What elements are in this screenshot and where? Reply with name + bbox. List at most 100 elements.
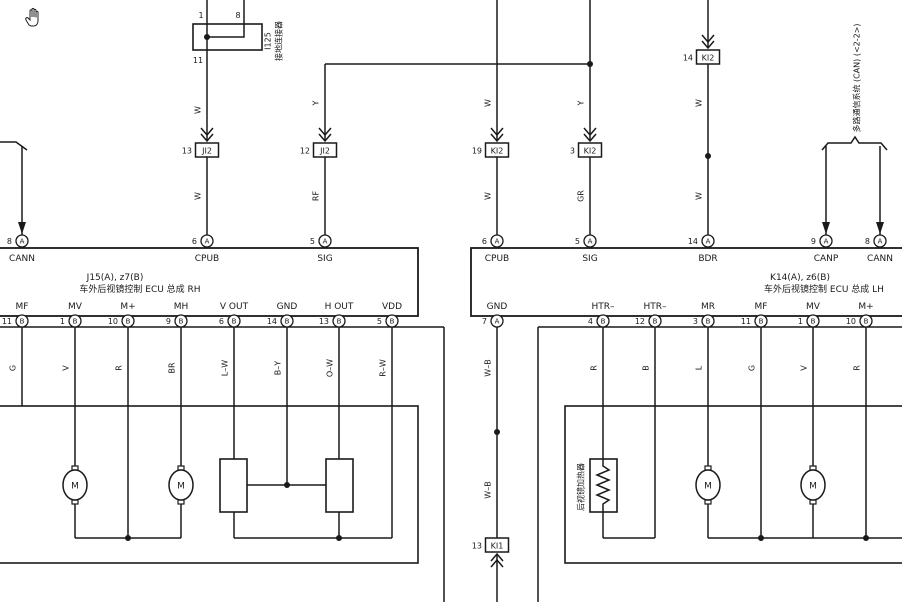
- hand-cursor-icon: [25, 7, 39, 27]
- ecu-rh-code: J15(A), z7(B): [86, 273, 144, 283]
- inline-connector-1-chevron-2: [318, 133, 332, 143]
- ecu-lh-top-pin-1-number: 5: [575, 237, 580, 246]
- ecu-rh-top-pin-1-connector-letter: A: [205, 238, 210, 246]
- ecu-rh-bottom-pin-2-number: 10: [108, 317, 118, 326]
- inline-connector-1-wire-color-upper: Y: [312, 100, 321, 106]
- inline-connector-0-pin-number: 13: [182, 146, 192, 155]
- inline-connector-0-wire-color-lower: W: [194, 192, 203, 200]
- ecu-lh-top-pin-1-terminal: [583, 234, 597, 248]
- ecu-lh-name: 车外后视镜控制 ECU 总成 LH: [764, 283, 884, 295]
- ecu-lh-top-pin-0-connector-letter: A: [495, 238, 500, 246]
- ecu-lh-top-pin-2-label: BDR: [698, 254, 717, 264]
- inline-connector-3-pin-number: 3: [570, 146, 575, 155]
- ecu-lh-top-pin-4-label: CANN: [867, 254, 893, 264]
- ground-connector-pin-11-label: 11: [193, 56, 203, 65]
- ecu-rh-bottom-pin-0-wire-color: G: [9, 365, 18, 371]
- ecu-lh-bottom-pin-3-wire-color: L: [695, 365, 704, 370]
- ki1-wire-color: W–B: [484, 481, 493, 498]
- ecu-lh-top-pin-4-number: 8: [865, 237, 870, 246]
- ecu-lh-bottom-pin-5-wire-color: V: [800, 365, 809, 371]
- ecu-lh-bottom-pin-6-label: M+: [858, 302, 873, 312]
- ecu-rh-bottom-pin-2-connector-letter: B: [126, 318, 131, 326]
- can-arrow-lh-canp: [822, 222, 830, 234]
- inline-connector-1-id: JI2: [319, 146, 330, 155]
- ecu-rh-bottom-pin-1-number: 1: [60, 317, 65, 326]
- ecu-rh-bottom-pin-1-label: MV: [68, 302, 83, 312]
- inline-connector-2-chevron-1: [490, 127, 504, 137]
- ecu-lh-bottom-pin-5-number: 1: [798, 317, 803, 326]
- ecu-rh-top-pin-0-label: CANN: [9, 254, 35, 264]
- ecu-lh-top-pin-4-connector-letter: A: [878, 238, 883, 246]
- ecu-lh-bottom-pin-0-wire-color: W–B: [484, 359, 493, 376]
- ecu-rh-top-pin-1-label: CPUB: [195, 254, 219, 264]
- ecu-rh-bottom-pin-1-connector-letter: B: [73, 318, 78, 326]
- ecu-rh-bottom-pin-3-wire-color: BR: [168, 362, 177, 373]
- inline-connector-0-wire-color-upper: W: [194, 106, 203, 114]
- ecu-lh-code: K14(A), z6(B): [770, 273, 830, 283]
- inline-connector-1-pin-number: 12: [300, 146, 310, 155]
- rh-horizontal-motor-body: [168, 469, 194, 501]
- ecu-lh-bottom-pin-5-label: MV: [806, 302, 821, 312]
- ecu-lh-bottom-pin-1-number: 4: [588, 317, 593, 326]
- ecu-rh-bottom-pin-0-label: MF: [16, 302, 29, 312]
- ecu-rh-top-pin-2-number: 5: [310, 237, 315, 246]
- ecu-rh-bottom-pin-5-number: 14: [267, 317, 277, 326]
- ecu-lh-top-pin-3-label: CANP: [814, 254, 839, 264]
- ecu-lh-top-pin-4-terminal: [873, 234, 887, 248]
- ground-connector-name: 接地连接器: [274, 21, 284, 61]
- ecu-rh-bottom-pin-4-label: V OUT: [220, 302, 249, 312]
- inline-connector-4-wire-color-lower: W: [695, 192, 704, 200]
- inline-connector-3-chevron-1: [583, 127, 597, 137]
- ecu-rh-bottom-pin-7-number: 5: [377, 317, 382, 326]
- rh-horizontal-motor-label: M: [177, 482, 185, 492]
- ecu-lh-bottom-pin-2-label: HTR–: [643, 302, 667, 312]
- ecu-rh-bottom-pin-6-number: 13: [319, 317, 329, 326]
- ground-connector-id: I125: [264, 32, 273, 50]
- ecu-rh-bottom-pin-4-connector-letter: B: [232, 318, 237, 326]
- ki1-connector-pin-number: 13: [472, 541, 482, 550]
- ecu-rh-bottom-pin-3-number: 9: [166, 317, 171, 326]
- ecu-lh-bottom-pin-2-wire-color: B: [642, 365, 651, 371]
- ecu-lh-bottom-pin-1-label: HTR–: [591, 302, 615, 312]
- inline-connector-3-chevron-2: [583, 133, 597, 143]
- junction-dot: [494, 429, 500, 435]
- ecu-lh-top-pin-3-connector-letter: A: [824, 238, 829, 246]
- ecu-lh-top-pin-3-number: 9: [811, 237, 816, 246]
- ecu-lh-bottom-pin-4-wire-color: G: [748, 365, 757, 371]
- ecu-lh-bottom-pin-4-label: MF: [755, 302, 768, 312]
- ecu-rh-box: [0, 247, 419, 317]
- ecu-rh-top-pin-1-terminal: [200, 234, 214, 248]
- ecu-lh-top-pin-2-connector-letter: A: [706, 238, 711, 246]
- mirror-heater-label: 后视镜加热器: [576, 463, 586, 511]
- ecu-rh-bottom-pin-4-wire-color: L–W: [221, 360, 230, 376]
- inline-connector-3-id: KI2: [584, 146, 597, 155]
- ecu-rh-top-pin-2-terminal: [318, 234, 332, 248]
- ecu-lh-top-pin-1-label: SIG: [582, 254, 597, 264]
- ecu-rh-bottom-pin-7-connector-letter: B: [390, 318, 395, 326]
- ecu-rh-bottom-pin-5-connector-letter: B: [285, 318, 290, 326]
- rh-mirror-assembly-box: [0, 405, 419, 564]
- ecu-rh-bottom-pin-7-wire-color: R–W: [379, 359, 388, 377]
- ecu-rh-bottom-pin-3-connector-letter: B: [179, 318, 184, 326]
- ecu-lh-bottom-pin-1-connector-letter: B: [601, 318, 606, 326]
- ecu-lh-top-pin-3-terminal: [819, 234, 833, 248]
- mirror-heater-resistor-zigzag: [595, 459, 611, 512]
- can-bus-bracket-left: [0, 141, 28, 151]
- ecu-rh-bottom-pin-2-wire-color: R: [115, 365, 124, 371]
- lh-mirror-assembly-box: [564, 405, 902, 564]
- ecu-rh-bottom-pin-5-wire-color: B–Y: [274, 361, 283, 375]
- ecu-rh-bottom-pin-7-label: VDD: [382, 302, 402, 312]
- ecu-rh-bottom-pin-3-label: MH: [174, 302, 189, 312]
- ecu-lh-top-pin-0-number: 6: [482, 237, 487, 246]
- inline-connector-1-wire-color-lower: RF: [312, 191, 321, 202]
- ecu-lh-top-pin-1-connector-letter: A: [588, 238, 593, 246]
- ki1-connector-box: [484, 537, 510, 553]
- inline-connector-1-chevron-1: [318, 127, 332, 137]
- lh-horizontal-motor-label: M: [704, 482, 712, 492]
- ecu-rh-bottom-pin-2-label: M+: [120, 302, 135, 312]
- ecu-rh-bottom-pin-1-wire-color: V: [62, 365, 71, 371]
- ground-connector-pin-1-label: 1: [198, 11, 203, 20]
- inline-connector-4-wire-color-upper: W: [695, 99, 704, 107]
